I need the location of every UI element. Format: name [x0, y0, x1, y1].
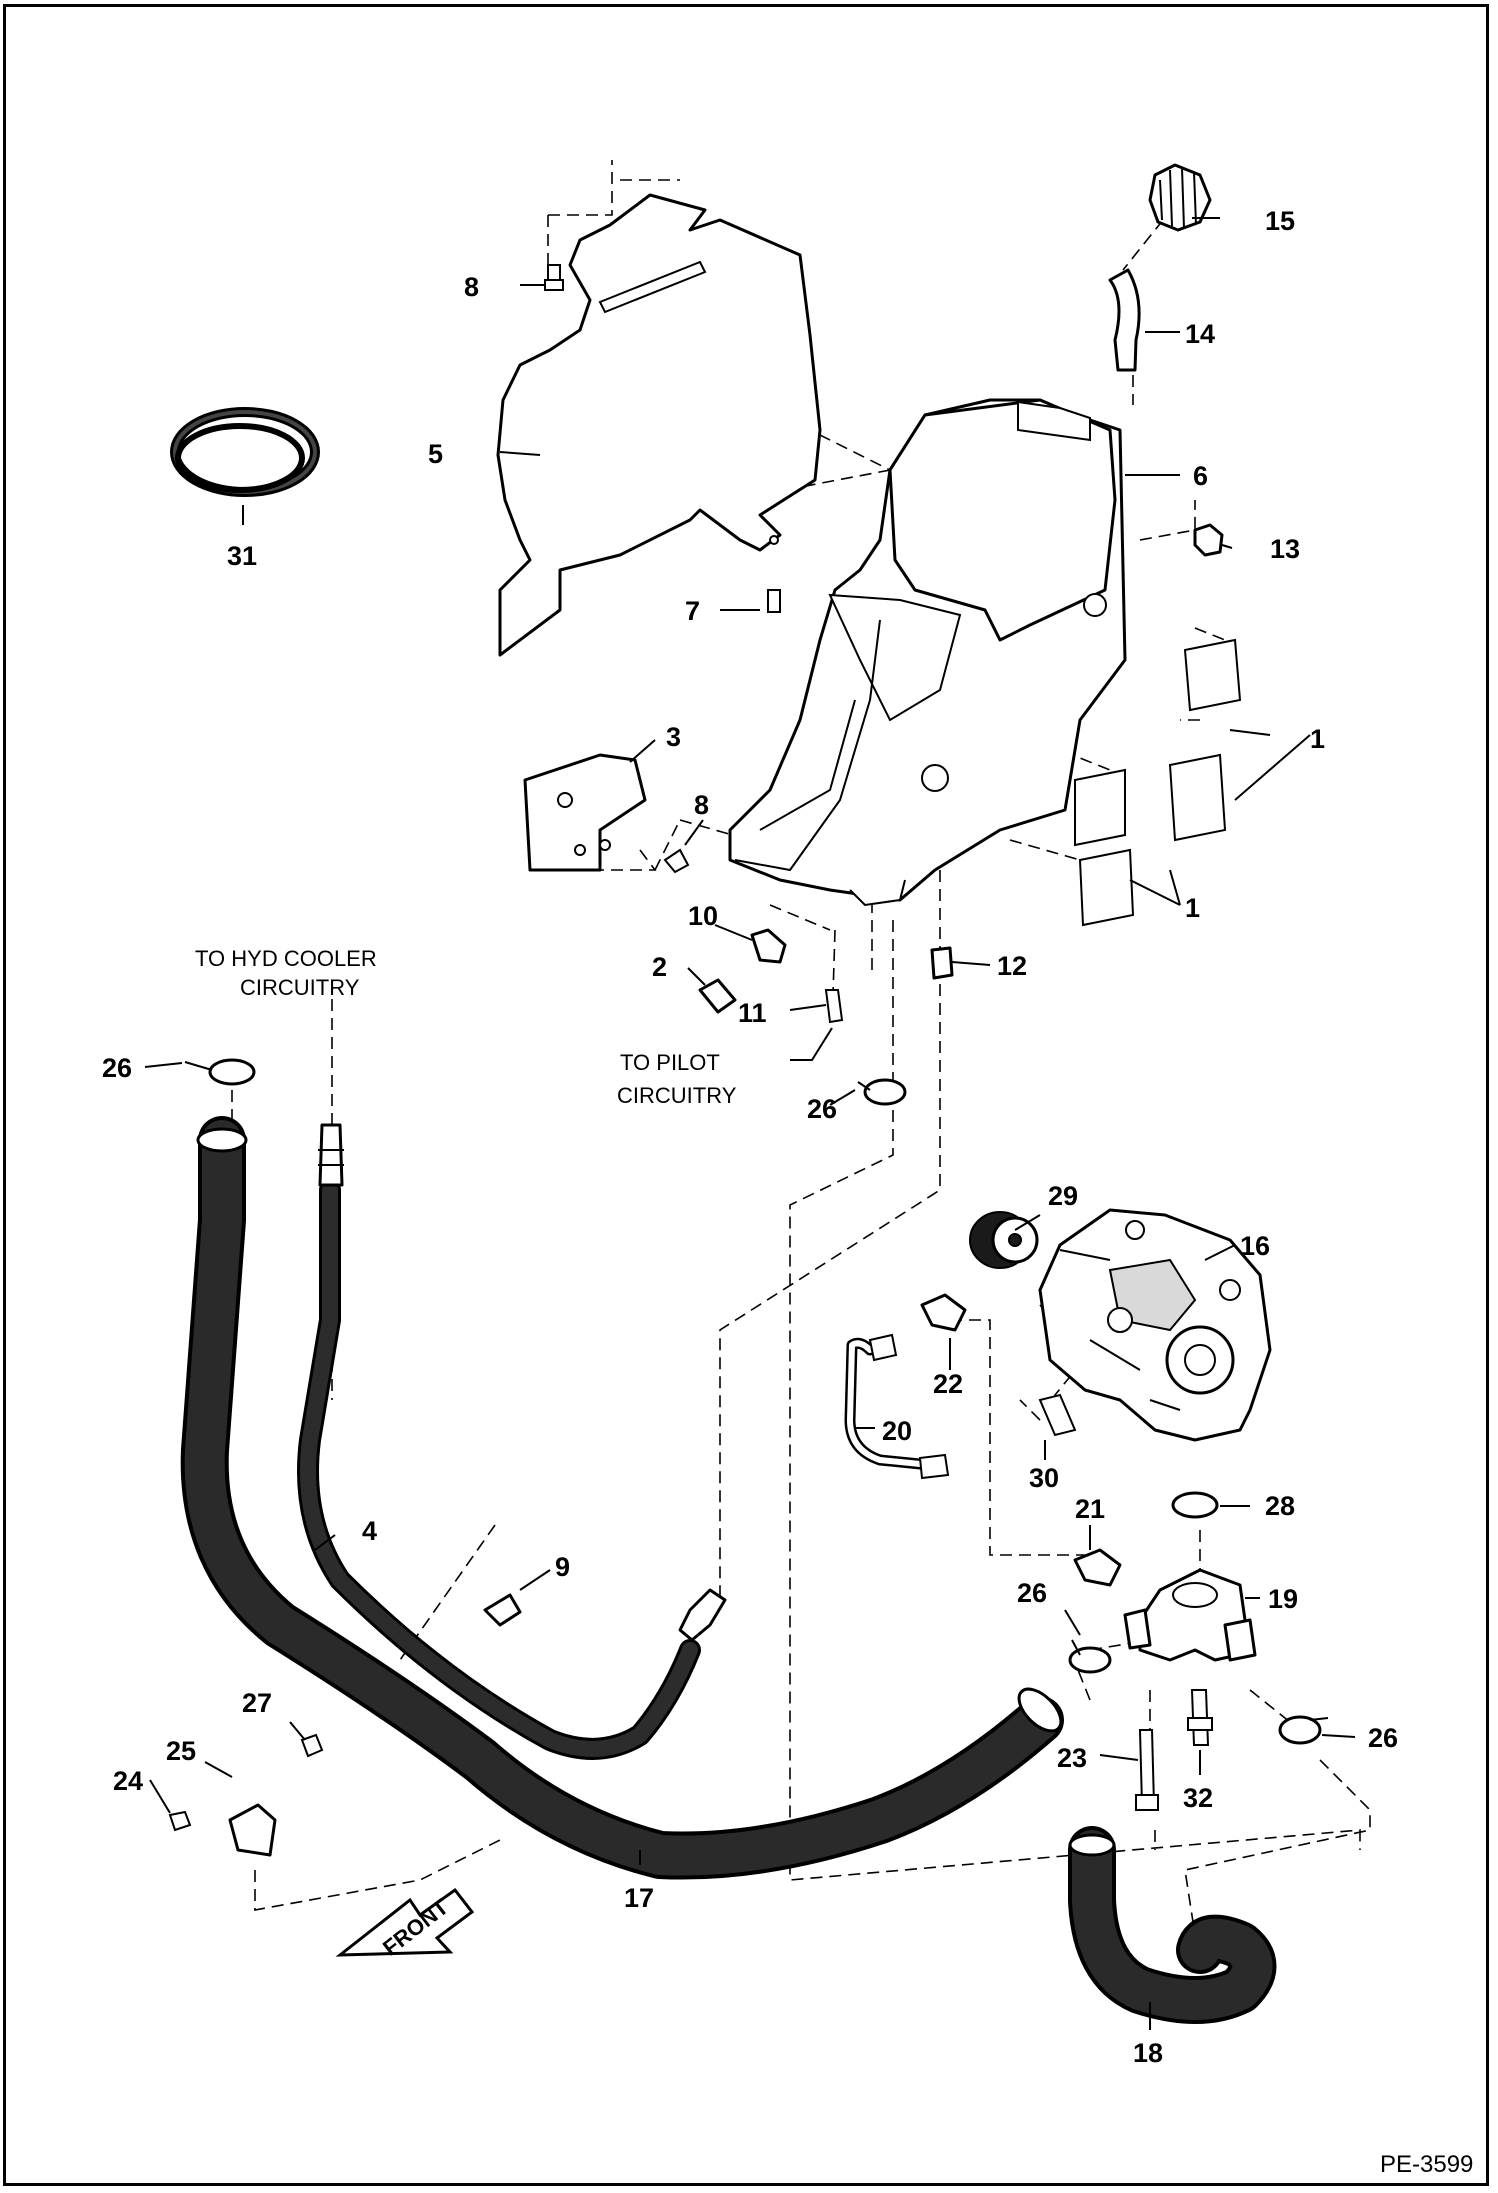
- elbow-fitting: [750, 928, 787, 964]
- filler-hose: [1108, 268, 1141, 372]
- p-clip: [483, 1593, 522, 1627]
- callout-16: 16: [1240, 1231, 1270, 1261]
- callout-29: 29: [1048, 1181, 1078, 1211]
- filler-cap: [1148, 163, 1212, 232]
- shield-plate: [496, 193, 822, 657]
- callout-8b: 8: [694, 790, 709, 820]
- callout-27: 27: [242, 1688, 272, 1718]
- callout-24: 24: [113, 1766, 143, 1796]
- callout-25: 25: [166, 1736, 196, 1766]
- callout-11: 11: [738, 998, 767, 1028]
- callout-5: 5: [428, 439, 443, 469]
- elbow-fitting-21: [1073, 1548, 1122, 1587]
- outlet-hose-18: [1068, 1826, 1277, 2024]
- note-pilot-line1: TO PILOT: [620, 1050, 720, 1075]
- drain-plug: [1193, 523, 1224, 557]
- hose-coil: [170, 407, 320, 497]
- front-arrow-icon: [335, 1887, 475, 1957]
- leader-lines: [144, 217, 1356, 2030]
- swivel-fitting: [930, 946, 954, 980]
- o-ring: [1171, 1491, 1219, 1519]
- pump-bolt: [1038, 1393, 1077, 1437]
- plug-cap: [698, 978, 737, 1014]
- hose-clamp-low-left: [1068, 1639, 1112, 1674]
- callout-18: 18: [1133, 2038, 1163, 2068]
- callout-26d: 26: [1368, 1723, 1398, 1753]
- callout-2: 2: [652, 952, 667, 982]
- bolt-seven: [767, 589, 781, 613]
- callout-30: 30: [1029, 1463, 1059, 1493]
- pilot-fitting: [824, 989, 844, 1024]
- drive-gear: [969, 1211, 1039, 1269]
- inlet-manifold: [1123, 1568, 1257, 1662]
- bolt-top: [544, 264, 564, 291]
- bracket: [523, 753, 647, 872]
- callout-3: 3: [666, 722, 681, 752]
- callout-1a: 1: [1310, 724, 1325, 754]
- return-tube: [844, 1333, 950, 1480]
- callout-32: 32: [1183, 1783, 1213, 1813]
- bolt-mid: [663, 848, 690, 874]
- callout-22: 22: [933, 1369, 963, 1399]
- callout-23: 23: [1057, 1743, 1087, 1773]
- suction-hose-17: [180, 1116, 1064, 1880]
- mount-hardware: [168, 1733, 324, 1857]
- long-bolt: [1135, 1729, 1159, 1811]
- callout-26b: 26: [807, 1094, 837, 1124]
- callout-9: 9: [555, 1552, 570, 1582]
- callout-15: 15: [1265, 206, 1295, 236]
- pump-assembly: [1038, 1208, 1272, 1442]
- hose-clamp-top-left: [184, 1058, 256, 1086]
- drain-hose-4: [297, 1123, 727, 1760]
- callout-10: 10: [688, 901, 718, 931]
- note-hyd-cooler-line1: TO HYD COOLER: [195, 946, 377, 971]
- callout-4: 4: [362, 1516, 377, 1546]
- callout-7: 7: [685, 596, 700, 626]
- figure-id: PE-3599: [1380, 2151, 1473, 2178]
- hose-clamp-low-right: [1278, 1715, 1329, 1745]
- note-hyd-cooler-line2: CIRCUITRY: [240, 975, 360, 1000]
- callout-8a: 8: [464, 272, 479, 302]
- filter-pads: [1074, 638, 1242, 927]
- pump-fitting: [920, 1293, 967, 1332]
- callout-28: 28: [1265, 1491, 1295, 1521]
- short-bolt: [1187, 1689, 1213, 1746]
- callout-17: 17: [624, 1883, 654, 1913]
- note-pilot-line2: CIRCUITRY: [617, 1083, 737, 1108]
- fluid-reservoir: [728, 398, 1127, 907]
- callout-1b: 1: [1185, 893, 1200, 923]
- callout-12: 12: [997, 951, 1027, 981]
- callout-26a: 26: [102, 1053, 132, 1083]
- callout-31: 31: [227, 541, 257, 571]
- callout-19: 19: [1268, 1584, 1298, 1614]
- callout-20: 20: [882, 1416, 912, 1446]
- callout-14: 14: [1185, 319, 1215, 349]
- callout-26c: 26: [1017, 1578, 1047, 1608]
- callout-6: 6: [1193, 461, 1208, 491]
- callout-13: 13: [1270, 534, 1300, 564]
- hose-clamp-mid: [857, 1078, 907, 1106]
- callout-21: 21: [1075, 1494, 1105, 1524]
